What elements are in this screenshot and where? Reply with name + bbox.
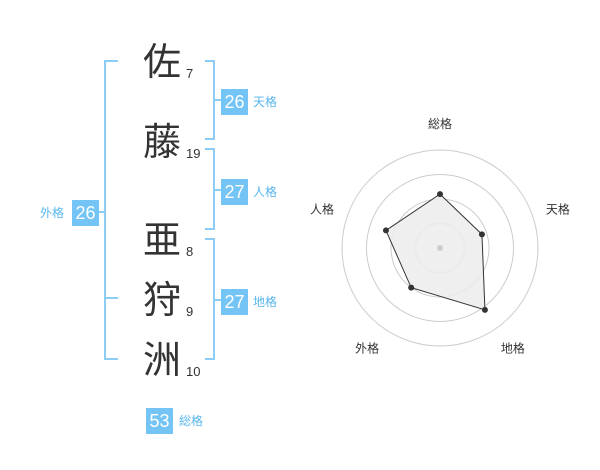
gaikaku-connector bbox=[98, 211, 105, 213]
tenkaku-label: 天格 bbox=[253, 95, 278, 109]
chikaku-label: 地格 bbox=[253, 295, 278, 309]
chikaku-bracket bbox=[205, 238, 215, 360]
soukaku-label: 総格 bbox=[179, 414, 204, 428]
radar-point-3 bbox=[481, 306, 488, 313]
radar-point-4 bbox=[408, 284, 415, 291]
jinkaku-bracket bbox=[205, 148, 215, 230]
radar-point-5 bbox=[382, 227, 389, 234]
stroke-count-1: 7 bbox=[186, 66, 194, 81]
tenkaku-badge: 26 bbox=[221, 89, 248, 115]
jinkaku-badge: 27 bbox=[221, 179, 248, 205]
name-char-5: 洲 bbox=[142, 338, 181, 382]
chikaku-badge: 27 bbox=[221, 289, 248, 315]
radar-series-polygon bbox=[385, 193, 486, 311]
gaikaku-bracket bbox=[104, 60, 118, 360]
tenkaku-bracket bbox=[205, 60, 215, 140]
gaikaku-label: 外格 bbox=[40, 206, 65, 220]
name-char-4: 狩 bbox=[142, 278, 181, 322]
radar-point-2 bbox=[478, 231, 485, 238]
stroke-count-2: 19 bbox=[186, 146, 201, 161]
jinkaku-connector bbox=[215, 189, 222, 191]
chikaku-connector bbox=[215, 299, 222, 301]
name-char-3: 亜 bbox=[142, 218, 181, 262]
gaikaku-badge: 26 bbox=[72, 200, 99, 226]
radar-axis-label-3: 地格 bbox=[501, 340, 525, 355]
radar-ring-3 bbox=[366, 174, 514, 322]
radar-ring-4 bbox=[341, 149, 539, 347]
stroke-count-3: 8 bbox=[186, 244, 194, 259]
radar-axis-label-2: 天格 bbox=[546, 202, 570, 217]
stroke-count-4: 9 bbox=[186, 304, 194, 319]
jinkaku-label: 人格 bbox=[253, 185, 278, 199]
gaikaku-inner-tick bbox=[104, 297, 118, 299]
radar-center-dot bbox=[437, 245, 443, 251]
tenkaku-connector bbox=[215, 99, 222, 101]
radar-axis-label-1: 総格 bbox=[428, 116, 452, 131]
name-char-1: 佐 bbox=[142, 40, 181, 84]
radar-axis-label-5: 人格 bbox=[310, 202, 334, 217]
stroke-count-5: 10 bbox=[186, 364, 201, 379]
name-char-2: 藤 bbox=[142, 120, 181, 164]
radar-axis-label-4: 外格 bbox=[355, 340, 379, 355]
soukaku-badge: 53 bbox=[146, 408, 173, 434]
radar-point-1 bbox=[437, 191, 443, 198]
